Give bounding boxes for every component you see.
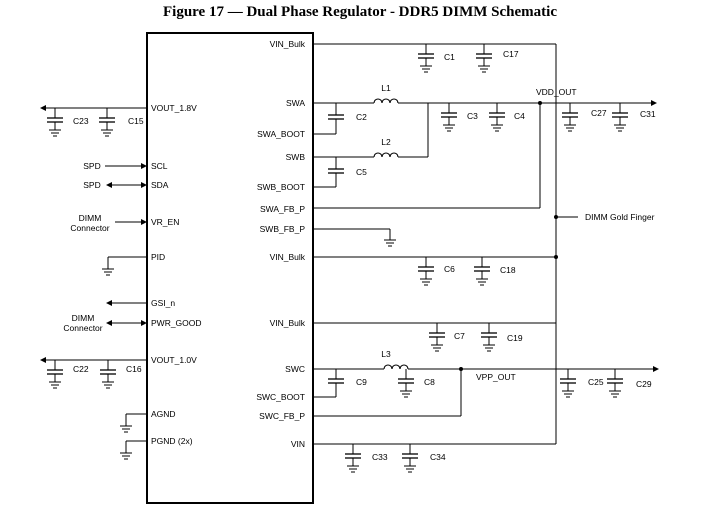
pin-label-left: SCL bbox=[151, 161, 168, 171]
capacitor-label: C18 bbox=[500, 265, 516, 275]
inductor-l1 bbox=[373, 98, 399, 104]
pin-label-right: SWB bbox=[286, 152, 306, 162]
pin-label-left: PGND (2x) bbox=[151, 436, 193, 446]
capacitor-label: C23 bbox=[73, 116, 89, 126]
pin-label-left: AGND bbox=[151, 409, 176, 419]
pin-label-right: SWC_BOOT bbox=[256, 392, 305, 402]
net-label-dimm-gold-finger: DIMM Gold Finger bbox=[585, 212, 655, 222]
pin-label-left: GSI_n bbox=[151, 298, 175, 308]
capacitor-label: C4 bbox=[514, 111, 525, 121]
inductor-l2 bbox=[373, 152, 399, 158]
inductor-l3 bbox=[383, 364, 409, 370]
capacitor-label: C7 bbox=[454, 331, 465, 341]
capacitor-label: C2 bbox=[356, 112, 367, 122]
net-label-vdd-out: VDD_OUT bbox=[536, 87, 577, 97]
pin-label-right: VIN_Bulk bbox=[270, 252, 306, 262]
connector-label: SPD bbox=[83, 161, 100, 171]
pin-label-right: SWC bbox=[285, 364, 305, 374]
pin-label-right: VIN bbox=[291, 439, 305, 449]
capacitor-label: C15 bbox=[128, 116, 144, 126]
capacitor-label: C9 bbox=[356, 377, 367, 387]
capacitor-label: C25 bbox=[588, 377, 604, 387]
capacitor-label: C5 bbox=[356, 167, 367, 177]
pin-label-right: SWC_FB_P bbox=[259, 411, 305, 421]
pin-label-left: VR_EN bbox=[151, 217, 179, 227]
capacitor-label: C33 bbox=[372, 452, 388, 462]
capacitor-label: C22 bbox=[73, 364, 89, 374]
connector-label: DIMM bbox=[72, 313, 95, 323]
capacitor-label: C31 bbox=[640, 109, 656, 119]
net-label-vpp-out: VPP_OUT bbox=[476, 372, 516, 382]
capacitor-label: C34 bbox=[430, 452, 446, 462]
pin-label-left: VOUT_1.0V bbox=[151, 355, 197, 365]
capacitor-label: C29 bbox=[636, 379, 652, 389]
connector-label: Connector bbox=[63, 323, 102, 333]
pin-label-right: SWA_FB_P bbox=[260, 204, 305, 214]
connector-label: SPD bbox=[83, 180, 100, 190]
pin-label-right: SWB_FB_P bbox=[260, 224, 306, 234]
capacitor-label: C17 bbox=[503, 49, 519, 59]
capacitor-label: C8 bbox=[424, 377, 435, 387]
pin-label-right: VIN_Bulk bbox=[270, 318, 306, 328]
pin-label-right: SWA_BOOT bbox=[257, 129, 305, 139]
figure-title: Figure 17 — Dual Phase Regulator - DDR5 … bbox=[163, 4, 557, 20]
connector-label: DIMM bbox=[79, 213, 102, 223]
pin-label-right: SWA bbox=[286, 98, 305, 108]
pin-label-left: SDA bbox=[151, 180, 169, 190]
pin-label-left: VOUT_1.8V bbox=[151, 103, 197, 113]
inductor-label: L2 bbox=[381, 137, 391, 147]
pin-label-right: VIN_Bulk bbox=[270, 39, 306, 49]
capacitor-label: C16 bbox=[126, 364, 142, 374]
pin-label-left: PID bbox=[151, 252, 165, 262]
inductor-label: L1 bbox=[381, 83, 391, 93]
inductor-label: L3 bbox=[381, 349, 391, 359]
capacitor-label: C19 bbox=[507, 333, 523, 343]
pin-label-right: SWB_BOOT bbox=[257, 182, 305, 192]
pin-label-left: PWR_GOOD bbox=[151, 318, 202, 328]
capacitor-label: C3 bbox=[467, 111, 478, 121]
regulator-ic-body bbox=[146, 32, 314, 504]
capacitor-label: C27 bbox=[591, 108, 607, 118]
capacitor-label: C1 bbox=[444, 52, 455, 62]
capacitor-label: C6 bbox=[444, 264, 455, 274]
connector-label: Connector bbox=[70, 223, 109, 233]
